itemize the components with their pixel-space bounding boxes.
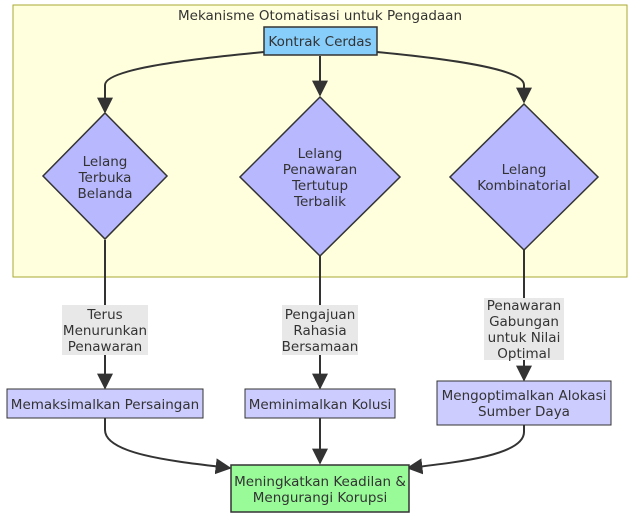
text-line: Meningkatkan Keadilan &	[234, 474, 406, 490]
text-line: Menurunkan	[63, 323, 147, 339]
text-line: Tertutup	[291, 178, 348, 194]
node-fairness-box	[230, 464, 410, 513]
text-line: untuk Nilai	[488, 330, 561, 346]
edge-label-sealed-bg	[282, 305, 358, 355]
node-maximize-competition-box	[6, 388, 204, 419]
text-line: Terbalik	[293, 194, 346, 210]
node-minimize-collusion: Meminimalkan Kolusi	[244, 388, 396, 419]
node-minimize-collusion-label: Meminimalkan Kolusi	[249, 397, 392, 413]
text-line: Belanda	[78, 186, 133, 202]
edge-label-dutch-bg	[62, 305, 148, 355]
text-line: Penawaran	[487, 298, 562, 314]
text-line: Terus	[86, 307, 122, 323]
node-dutch-auction-diamond	[41, 111, 169, 241]
edge-competition-to-fairness	[104, 418, 232, 475]
text-line: Memaksimalkan Persaingan	[11, 397, 199, 413]
text-line: Terbuka	[78, 170, 132, 186]
cluster-title: Mekanisme Otomatisasi untuk Pengadaan	[178, 8, 462, 24]
node-optimize-allocation-box	[436, 380, 612, 426]
text-line: Kombinatorial	[477, 178, 571, 194]
node-fairness-label: Meningkatkan Keadilan &Mengurangi Korups…	[234, 474, 406, 506]
edge-contract-to-combinatorial	[376, 51, 532, 104]
edges	[97, 51, 532, 475]
node-maximize-competition-label: Memaksimalkan Persaingan	[11, 397, 199, 413]
text-line: Kontrak Cerdas	[268, 34, 371, 50]
text-line: Lelang	[83, 154, 128, 170]
node-smart-contract-label: Kontrak Cerdas	[268, 34, 371, 50]
text-line: Optimal	[497, 346, 550, 362]
node-combinatorial-diamond	[448, 102, 600, 252]
text-line: Sumber Daya	[478, 404, 570, 420]
text-line: Pengajuan	[285, 307, 356, 323]
node-smart-contract-box	[263, 26, 378, 56]
node-minimize-collusion-box	[244, 388, 396, 419]
text-line: Penawaran	[283, 162, 358, 178]
text-line: Rahasia	[293, 323, 346, 339]
node-sealed-reverse-diamond	[238, 95, 402, 258]
node-maximize-competition: Memaksimalkan Persaingan	[6, 388, 204, 419]
edge-contract-to-dutch	[97, 51, 265, 114]
edge-allocation-to-fairness	[406, 425, 525, 475]
text-line: Penawaran	[68, 339, 143, 355]
node-smart-contract: Kontrak Cerdas	[263, 26, 378, 56]
text-line: Gabungan	[489, 314, 559, 330]
text-line: Lelang	[502, 162, 547, 178]
text-line: Bersamaan	[282, 339, 359, 355]
text-line: Lelang	[298, 146, 343, 162]
text-line: Mengurangi Korupsi	[253, 490, 388, 506]
node-fairness: Meningkatkan Keadilan &Mengurangi Korups…	[230, 464, 410, 513]
edge-label-combinatorial-bg	[484, 298, 564, 360]
text-line: Meminimalkan Kolusi	[249, 397, 392, 413]
text-line: Mengoptimalkan Alokasi	[442, 388, 607, 404]
